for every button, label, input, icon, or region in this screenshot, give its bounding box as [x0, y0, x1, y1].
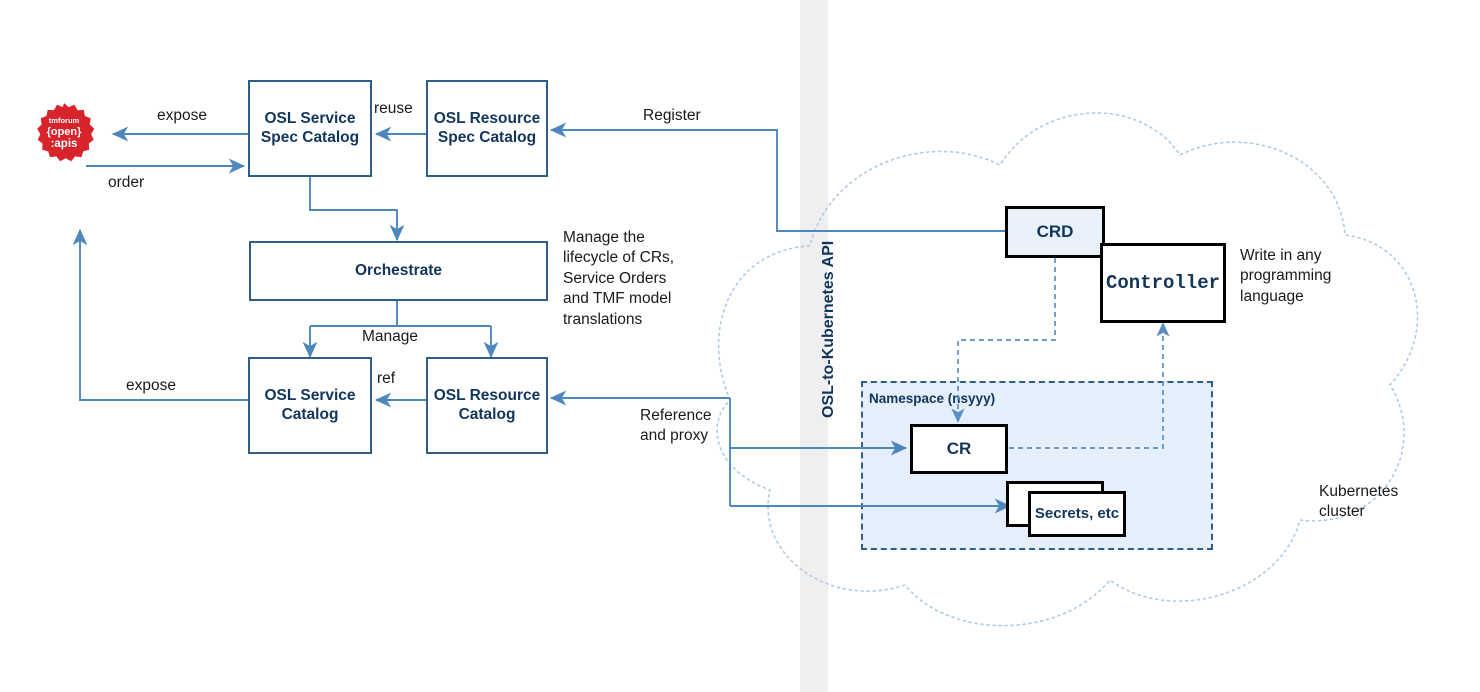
kubernetes-cluster-label: Kubernetes cluster: [1319, 483, 1399, 521]
edge-label-order: order: [108, 174, 145, 191]
edge-label-register: Register: [643, 107, 701, 124]
edge-label-reuse: reuse: [374, 100, 413, 117]
osl-resource-catalog-box[interactable]: OSL Resource Catalog: [426, 357, 548, 454]
orchestrate-note: Manage the lifecycle of CRs, Service Ord…: [563, 229, 675, 328]
edge-label-expose-top: expose: [157, 107, 207, 124]
edge-label-ref: ref: [377, 370, 396, 387]
logo-line-1: tmforum: [48, 116, 80, 125]
osl-service-spec-catalog-box[interactable]: OSL Service Spec Catalog: [248, 80, 372, 177]
osl-to-kubernetes-api-band: [800, 0, 828, 692]
osl-resource-spec-catalog-box[interactable]: OSL Resource Spec Catalog: [426, 80, 548, 177]
edge-label-reference-and-proxy: Reference and proxy: [640, 407, 712, 445]
edge-label-manage: Manage: [362, 328, 419, 345]
cr-box[interactable]: CR: [910, 424, 1008, 474]
edge-label-expose-bottom: expose: [126, 377, 176, 394]
logo-line-3: :apis: [50, 138, 78, 150]
orchestrate-box[interactable]: Orchestrate: [249, 241, 548, 301]
secrets-box[interactable]: Secrets, etc: [1028, 491, 1126, 537]
controller-note: Write in any programming language: [1240, 247, 1332, 305]
tmforum-open-api-logo: tmforum {open} :apis: [32, 102, 96, 166]
seal-shape: [37, 103, 95, 162]
logo-line-2: {open}: [46, 126, 82, 138]
osl-to-kubernetes-api-label: OSL-to-Kubernetes API: [820, 240, 837, 418]
controller-box[interactable]: Controller: [1100, 243, 1226, 323]
crd-box[interactable]: CRD: [1005, 206, 1105, 258]
namespace-label: Namespace (nsyyy): [869, 391, 996, 406]
osl-service-catalog-box[interactable]: OSL Service Catalog: [248, 357, 372, 454]
